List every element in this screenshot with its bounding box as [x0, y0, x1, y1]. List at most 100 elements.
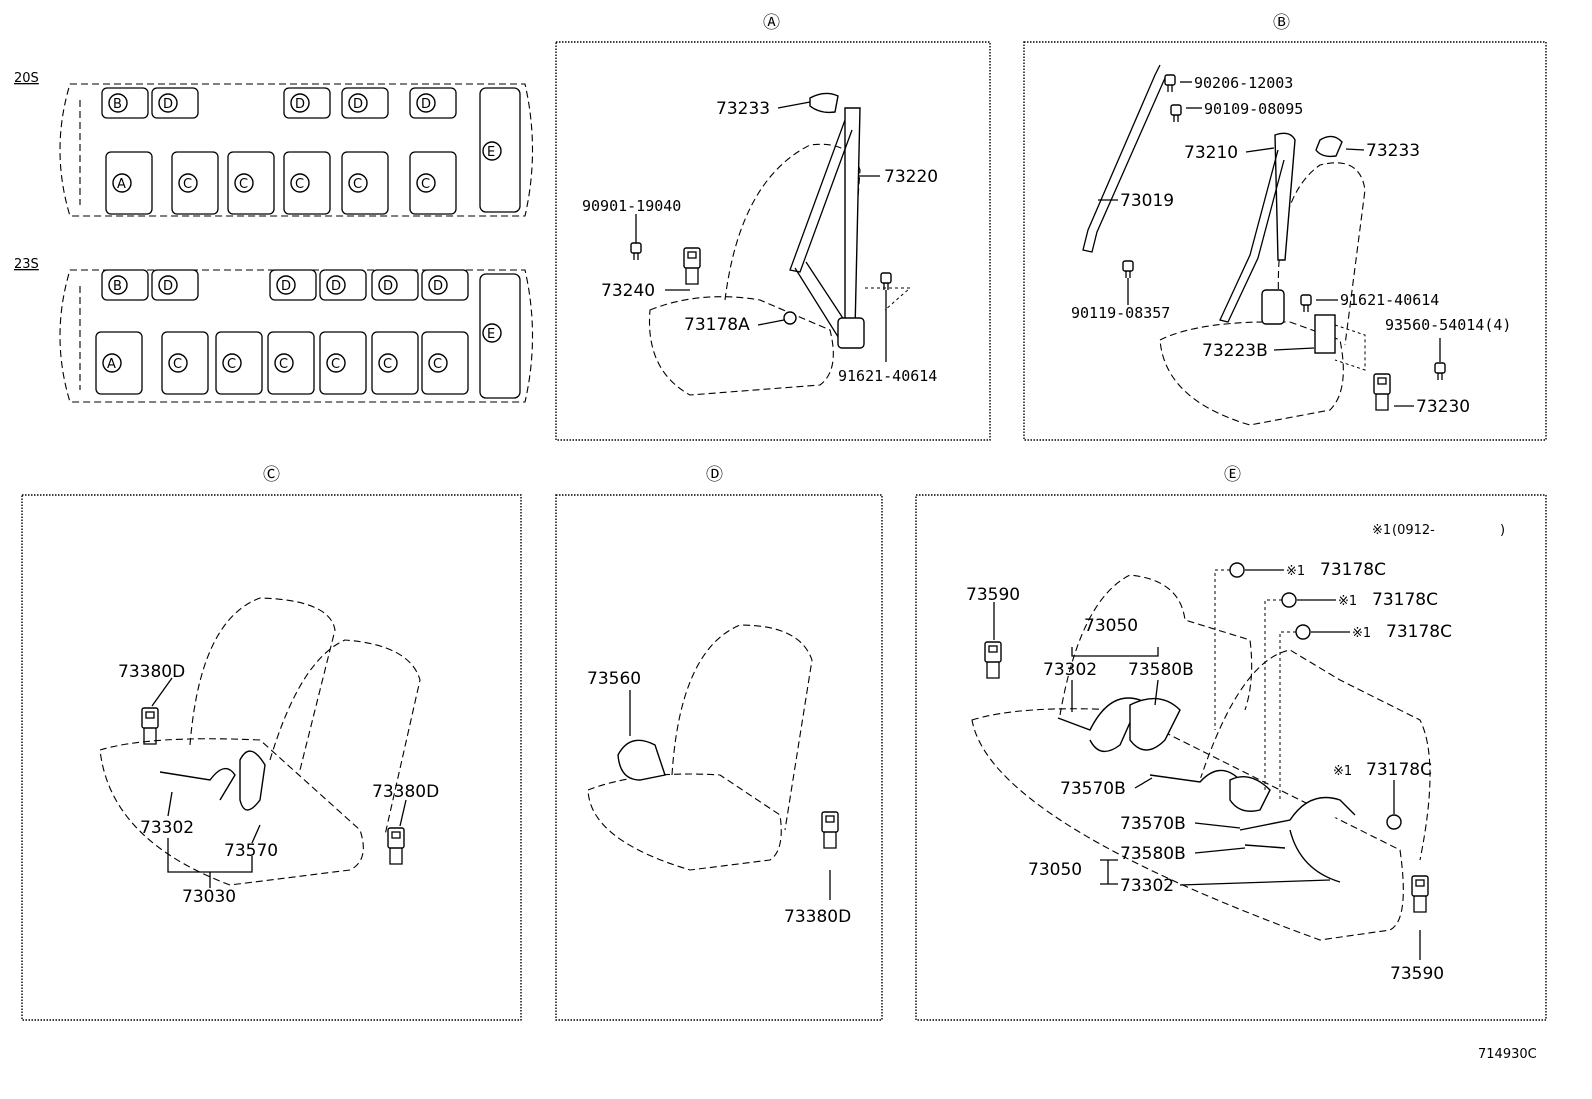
- label-73302-lower: 73302: [1120, 876, 1174, 896]
- seat-23s-row1-0-letter: B: [113, 279, 122, 294]
- label-73178c-4: 73178C: [1366, 760, 1432, 780]
- seat-20s-row1-0-letter: B: [113, 97, 122, 112]
- bus-outline-23s: [59, 269, 534, 403]
- label-73302-c: 73302: [140, 818, 194, 838]
- label-73570b-lower: 73570B: [1120, 814, 1186, 834]
- note-mark-73178c-4: ※1: [1333, 764, 1352, 779]
- bolt-90109: [1170, 104, 1182, 123]
- note-mark-73178c-2: ※1: [1338, 594, 1357, 609]
- label-90901-19040: 90901-19040: [582, 197, 681, 215]
- bolt-91621-b: [1300, 294, 1312, 313]
- bench-back-e2: [1199, 649, 1431, 861]
- seat-23s-row2-5: C: [371, 331, 419, 395]
- label-73178a: 73178A: [684, 315, 750, 335]
- seat-23s-row1-5: D: [421, 269, 469, 301]
- anchor-a: [837, 317, 865, 349]
- label-73050-upper: 73050: [1084, 616, 1138, 636]
- note-mark-73178c-3: ※1: [1352, 626, 1371, 641]
- label-90109-08095: 90109-08095: [1204, 100, 1303, 118]
- belt-73560: [617, 739, 666, 781]
- panel-b-header: Ⓑ: [1273, 13, 1290, 33]
- label-90119-08357: 90119-08357: [1071, 304, 1170, 322]
- note-mark-e: ※1: [1372, 523, 1391, 538]
- panel-b-frame: [1023, 41, 1547, 441]
- label-73590-lower: 73590: [1390, 964, 1444, 984]
- seat-23s-row2-5-letter: C: [383, 357, 392, 372]
- label-73240: 73240: [601, 281, 655, 301]
- label-73580b-lower: 73580B: [1120, 844, 1186, 864]
- seat-back-b: [1277, 162, 1366, 346]
- seat-23s-row2-3-letter: C: [279, 357, 288, 372]
- seat-20s-row1-2-letter: D: [295, 97, 305, 112]
- seat-20s-row2-3-letter: C: [295, 177, 304, 192]
- rear-bench-23s: [479, 273, 521, 399]
- bolt-90119: [1122, 260, 1134, 279]
- belt-73570-c: [239, 750, 266, 811]
- seat-23s-row2-2-letter: C: [227, 357, 236, 372]
- panel-c: Ⓒ 73380D 73380D 73302 73570 73030: [21, 465, 522, 1021]
- label-73590-upper: 73590: [966, 585, 1020, 605]
- panel-d-frame: [555, 494, 883, 1021]
- belt-73580b-lower: [1244, 844, 1286, 849]
- adjuster-73019: [1082, 64, 1166, 253]
- bus-outline-20s: [59, 83, 534, 217]
- seat-20s-row1-1-letter: D: [163, 97, 173, 112]
- seat-20s-row2-2-letter: C: [239, 177, 248, 192]
- buckle-73240: [683, 247, 701, 285]
- bolt-93560: [1434, 362, 1446, 381]
- seat-23s-row2-4-letter: C: [331, 357, 340, 372]
- seat-20s-row1-3-letter: D: [353, 97, 363, 112]
- panel-e-frame: [915, 494, 1547, 1021]
- seat-23s-row1-2: D: [269, 269, 317, 301]
- panel-a-frame: [555, 41, 991, 441]
- belt-73570b-upper: [1149, 769, 1241, 783]
- seat-23s-row1-3: D: [319, 269, 367, 301]
- seat-20s-row2-1-letter: C: [183, 177, 192, 192]
- label-73233-b: 73233: [1366, 141, 1420, 161]
- seat-23s-row2-1: C: [161, 331, 209, 395]
- seat-back-d: [671, 624, 813, 831]
- belt-73210: [1274, 132, 1296, 261]
- seat-20s-row2-4-letter: C: [353, 177, 362, 192]
- seat-20s-row1-3: D: [341, 87, 389, 119]
- label-91621-40614-b: 91621-40614: [1340, 291, 1439, 309]
- label-73380d-left: 73380D: [118, 662, 185, 682]
- diagram-code: 714930C: [1478, 1047, 1537, 1062]
- seat-23s-row1-0: B: [101, 269, 149, 301]
- panel-c-header: Ⓒ: [263, 465, 280, 485]
- seat-cushion-a: [648, 296, 834, 396]
- label-73560: 73560: [587, 669, 641, 689]
- panel-a-header: Ⓐ: [763, 13, 780, 33]
- note-close-e: ): [1500, 523, 1505, 538]
- rear-seat-marker-23s: E: [487, 327, 495, 342]
- seat-23s-row1-2-letter: D: [281, 279, 291, 294]
- label-73019: 73019: [1120, 191, 1174, 211]
- panel-d: Ⓓ 73560 73380D: [555, 465, 883, 1021]
- cover-73233-a: [809, 92, 839, 114]
- seat-20s-row2-5: C: [409, 151, 457, 215]
- layout-20s-label: 20S: [14, 71, 39, 86]
- panel-e: Ⓔ ※1 (0912- ): [915, 465, 1547, 1021]
- label-73210: 73210: [1184, 143, 1238, 163]
- label-73570-c: 73570: [224, 841, 278, 861]
- belt-73570b-lower: [1239, 796, 1356, 831]
- seat-20s-row1-1: D: [151, 87, 199, 119]
- seat-20s-row1-2: D: [283, 87, 331, 119]
- note-date-e: (0912-: [1392, 523, 1435, 538]
- seat-23s-row2-2: C: [215, 331, 263, 395]
- seat-cushion-d: [587, 773, 782, 871]
- bench-back-e1: [1059, 574, 1253, 716]
- seat-23s-row2-0: A: [95, 331, 143, 395]
- seat-20s-row2-3: C: [283, 151, 331, 215]
- seat-23s-row2-0-letter: A: [107, 357, 116, 372]
- seat-back-c2: [269, 639, 421, 836]
- cover-73233-b: [1315, 135, 1343, 158]
- label-73380d-right: 73380D: [372, 782, 439, 802]
- seat-23s-row2-6: C: [421, 331, 469, 395]
- seat-23s-row2-1-letter: C: [173, 357, 182, 372]
